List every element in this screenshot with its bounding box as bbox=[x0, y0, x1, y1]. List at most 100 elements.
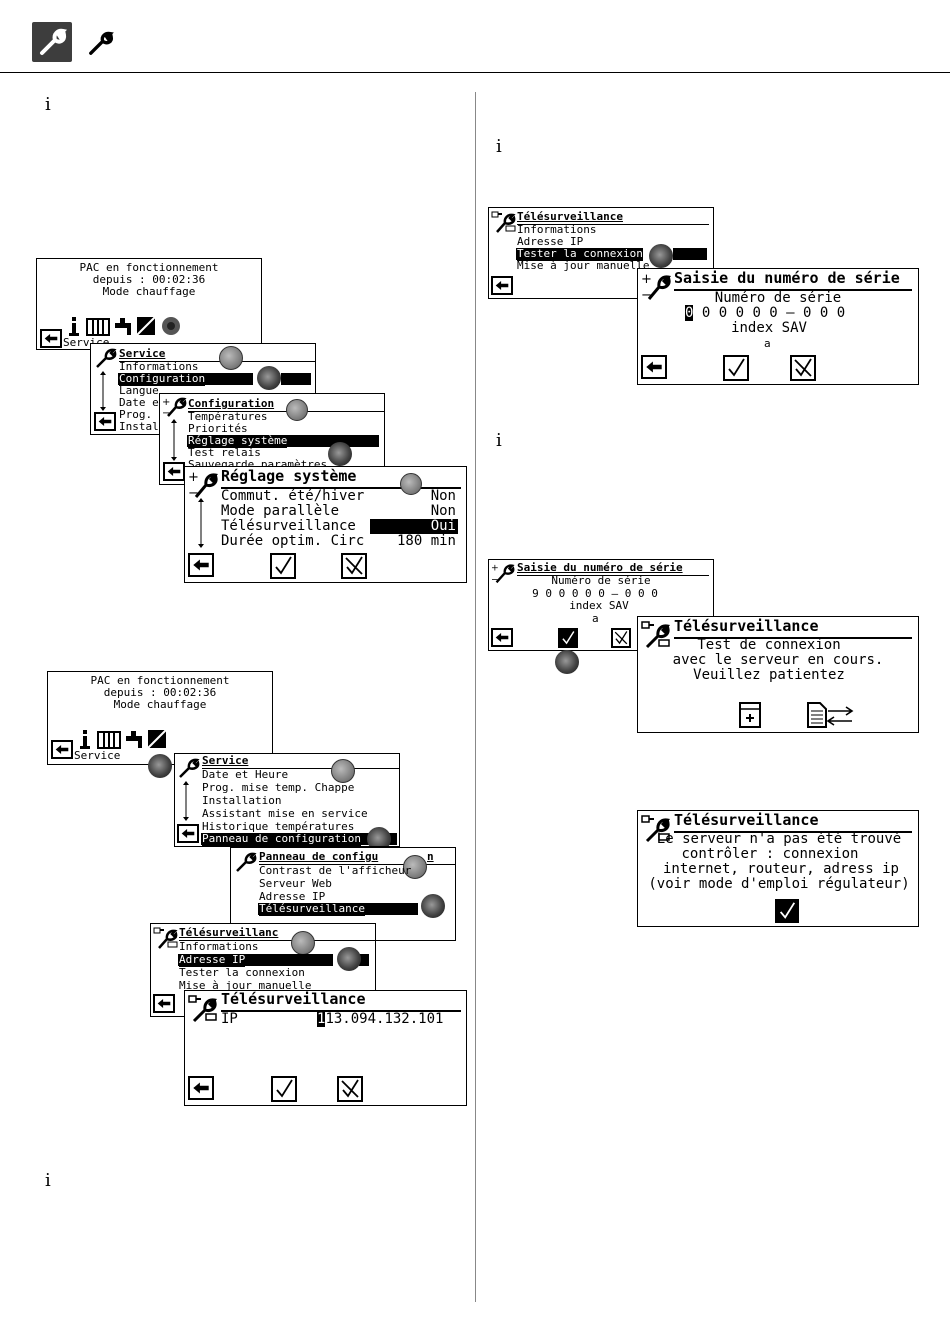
scroll-indicator bbox=[183, 781, 189, 821]
menu-item[interactable]: Prog. m bbox=[119, 408, 166, 421]
menu-item[interactable]: Informations bbox=[179, 940, 259, 953]
menu-item[interactable]: Langue bbox=[119, 384, 159, 397]
back-button[interactable] bbox=[641, 355, 667, 379]
index-label: index SAV bbox=[731, 320, 807, 336]
cancel-button[interactable] bbox=[790, 355, 816, 381]
serial-number-field[interactable]: 0 0 0 0 0 0 – 0 0 0 bbox=[685, 305, 846, 321]
setting-label: Mode parallèle bbox=[221, 503, 340, 519]
menu-item[interactable]: Installa bbox=[119, 420, 172, 433]
serial-digits: 0 0 0 0 0 – 0 0 0 bbox=[701, 305, 846, 321]
screen-title: Télésurveillance bbox=[674, 811, 819, 829]
serial-number-screen: +− Saisie du numéro de série Numéro de s… bbox=[637, 268, 919, 385]
back-button[interactable] bbox=[163, 462, 185, 481]
back-button[interactable] bbox=[188, 553, 214, 577]
ip-address-field[interactable]: 113.094.132.101 bbox=[317, 1011, 444, 1027]
status-icons bbox=[80, 729, 167, 749]
setting-value[interactable]: Non bbox=[430, 503, 456, 519]
svg-text:−: − bbox=[162, 408, 170, 418]
cancel-button[interactable] bbox=[611, 628, 631, 648]
setting-value[interactable]: 180 min bbox=[396, 533, 456, 549]
menu-item[interactable]: Mise à jour manuelle bbox=[179, 979, 312, 992]
menu-title-tail: n bbox=[427, 850, 434, 863]
serial-label: Numéro de série bbox=[714, 290, 842, 306]
plus-minus-wrench-icon: +− bbox=[641, 272, 671, 302]
menu-item[interactable]: Informations bbox=[119, 360, 199, 373]
mode-line: Mode chauffage bbox=[113, 698, 207, 711]
wrench-icon bbox=[96, 348, 117, 368]
svg-text:−: − bbox=[641, 288, 652, 302]
back-button[interactable] bbox=[188, 1076, 214, 1100]
back-button[interactable] bbox=[153, 994, 175, 1013]
serial-label: Numéro de série bbox=[551, 574, 651, 587]
reglage-systeme-screen: +− Réglage système Commut. été/hiver Non… bbox=[184, 466, 467, 583]
menu-item[interactable]: Tester la connexion bbox=[179, 966, 305, 979]
ip-label: IP bbox=[221, 1011, 238, 1027]
menu-item[interactable]: Mise à jour manuelle bbox=[517, 259, 650, 272]
rotary-knob-icon[interactable] bbox=[403, 855, 427, 879]
menu-item[interactable]: Historique températures bbox=[202, 820, 355, 833]
confirm-button-selected[interactable] bbox=[775, 899, 799, 923]
menu-item[interactable]: Test relais bbox=[188, 446, 261, 459]
rotary-knob-icon[interactable] bbox=[291, 931, 315, 955]
back-button[interactable] bbox=[177, 824, 199, 843]
setting-value[interactable]: Non bbox=[430, 488, 456, 504]
rotary-knob-icon[interactable] bbox=[331, 759, 355, 783]
menu-item-selected[interactable]: Télésurveillance bbox=[259, 902, 365, 916]
back-button[interactable] bbox=[491, 628, 513, 647]
rotary-knob-icon[interactable] bbox=[219, 346, 243, 370]
back-button[interactable] bbox=[40, 329, 62, 348]
confirm-button[interactable] bbox=[723, 355, 749, 381]
runtime-line: depuis : 00:02:36 bbox=[92, 273, 206, 286]
svg-text:+: + bbox=[188, 470, 199, 485]
menu-item[interactable]: Contrast de l'afficheur bbox=[259, 864, 412, 877]
back-button[interactable] bbox=[51, 740, 73, 759]
menu-item[interactable]: Adresse IP bbox=[517, 235, 584, 248]
menu-item[interactable]: Date et Heure bbox=[202, 768, 289, 781]
menu-item-selected[interactable]: Panneau de configuration bbox=[202, 832, 361, 846]
svg-text:+: + bbox=[641, 272, 652, 287]
server-error-screen: Télésurveillance Le serveur n'a pas été … bbox=[637, 810, 919, 927]
rotary-knob-icon[interactable] bbox=[400, 473, 422, 495]
menu-item-selected[interactable]: Réglage système bbox=[188, 434, 288, 448]
telesurveillance-icon bbox=[153, 927, 178, 949]
menu-item[interactable]: Informations bbox=[517, 223, 597, 236]
cancel-button[interactable] bbox=[341, 553, 367, 579]
scroll-indicator bbox=[100, 371, 106, 411]
error-line: (voir mode d'emploi régulateur) bbox=[648, 876, 910, 892]
status-line: PAC en fonctionnement bbox=[79, 261, 219, 274]
message-line: Test de connexion bbox=[697, 637, 841, 653]
hand-pointer-icon bbox=[328, 442, 352, 466]
menu-item[interactable]: Assistant mise en service bbox=[202, 807, 368, 820]
rotary-knob-icon[interactable] bbox=[286, 399, 308, 421]
menu-item[interactable]: Installation bbox=[202, 794, 282, 807]
menu-item[interactable]: Serveur Web bbox=[259, 877, 332, 890]
cancel-button[interactable] bbox=[337, 1076, 363, 1102]
screen-title: Saisie du numéro de série bbox=[674, 269, 900, 287]
setting-label: Commut. été/hiver bbox=[221, 488, 365, 504]
menu-item-selected[interactable]: Tester la connexion bbox=[517, 247, 643, 261]
svg-text:−: − bbox=[491, 574, 499, 585]
menu-item-selected[interactable]: Configuration bbox=[119, 372, 206, 386]
menu-item-selected[interactable]: Adresse IP bbox=[179, 953, 246, 967]
back-button[interactable] bbox=[491, 276, 513, 295]
confirm-button[interactable] bbox=[270, 553, 296, 579]
menu-item[interactable]: Adresse IP bbox=[259, 890, 326, 903]
screen-title: Saisie du numéro de série bbox=[517, 561, 683, 574]
server-connection-icon bbox=[807, 702, 854, 728]
column-divider bbox=[475, 92, 476, 1302]
menu-item[interactable]: Températures bbox=[188, 410, 268, 423]
index-value[interactable]: a bbox=[764, 337, 771, 350]
confirm-button[interactable] bbox=[271, 1076, 297, 1102]
back-button[interactable] bbox=[94, 412, 116, 431]
telesurveillance-icon bbox=[491, 211, 516, 233]
menu-item[interactable]: Prog. mise temp. Chappe bbox=[202, 781, 355, 794]
ip-address-value: 13.094.132.101 bbox=[325, 1011, 444, 1027]
index-value[interactable]: a bbox=[592, 612, 599, 625]
menu-item[interactable]: Date e bbox=[119, 396, 159, 409]
status-icons bbox=[69, 316, 180, 336]
menu-item[interactable]: Priorités bbox=[188, 422, 248, 435]
info-icon: i bbox=[496, 136, 502, 157]
confirm-button-selected[interactable] bbox=[558, 628, 578, 648]
controller-icon bbox=[739, 702, 761, 728]
setting-value-selected[interactable]: Oui bbox=[430, 518, 456, 534]
